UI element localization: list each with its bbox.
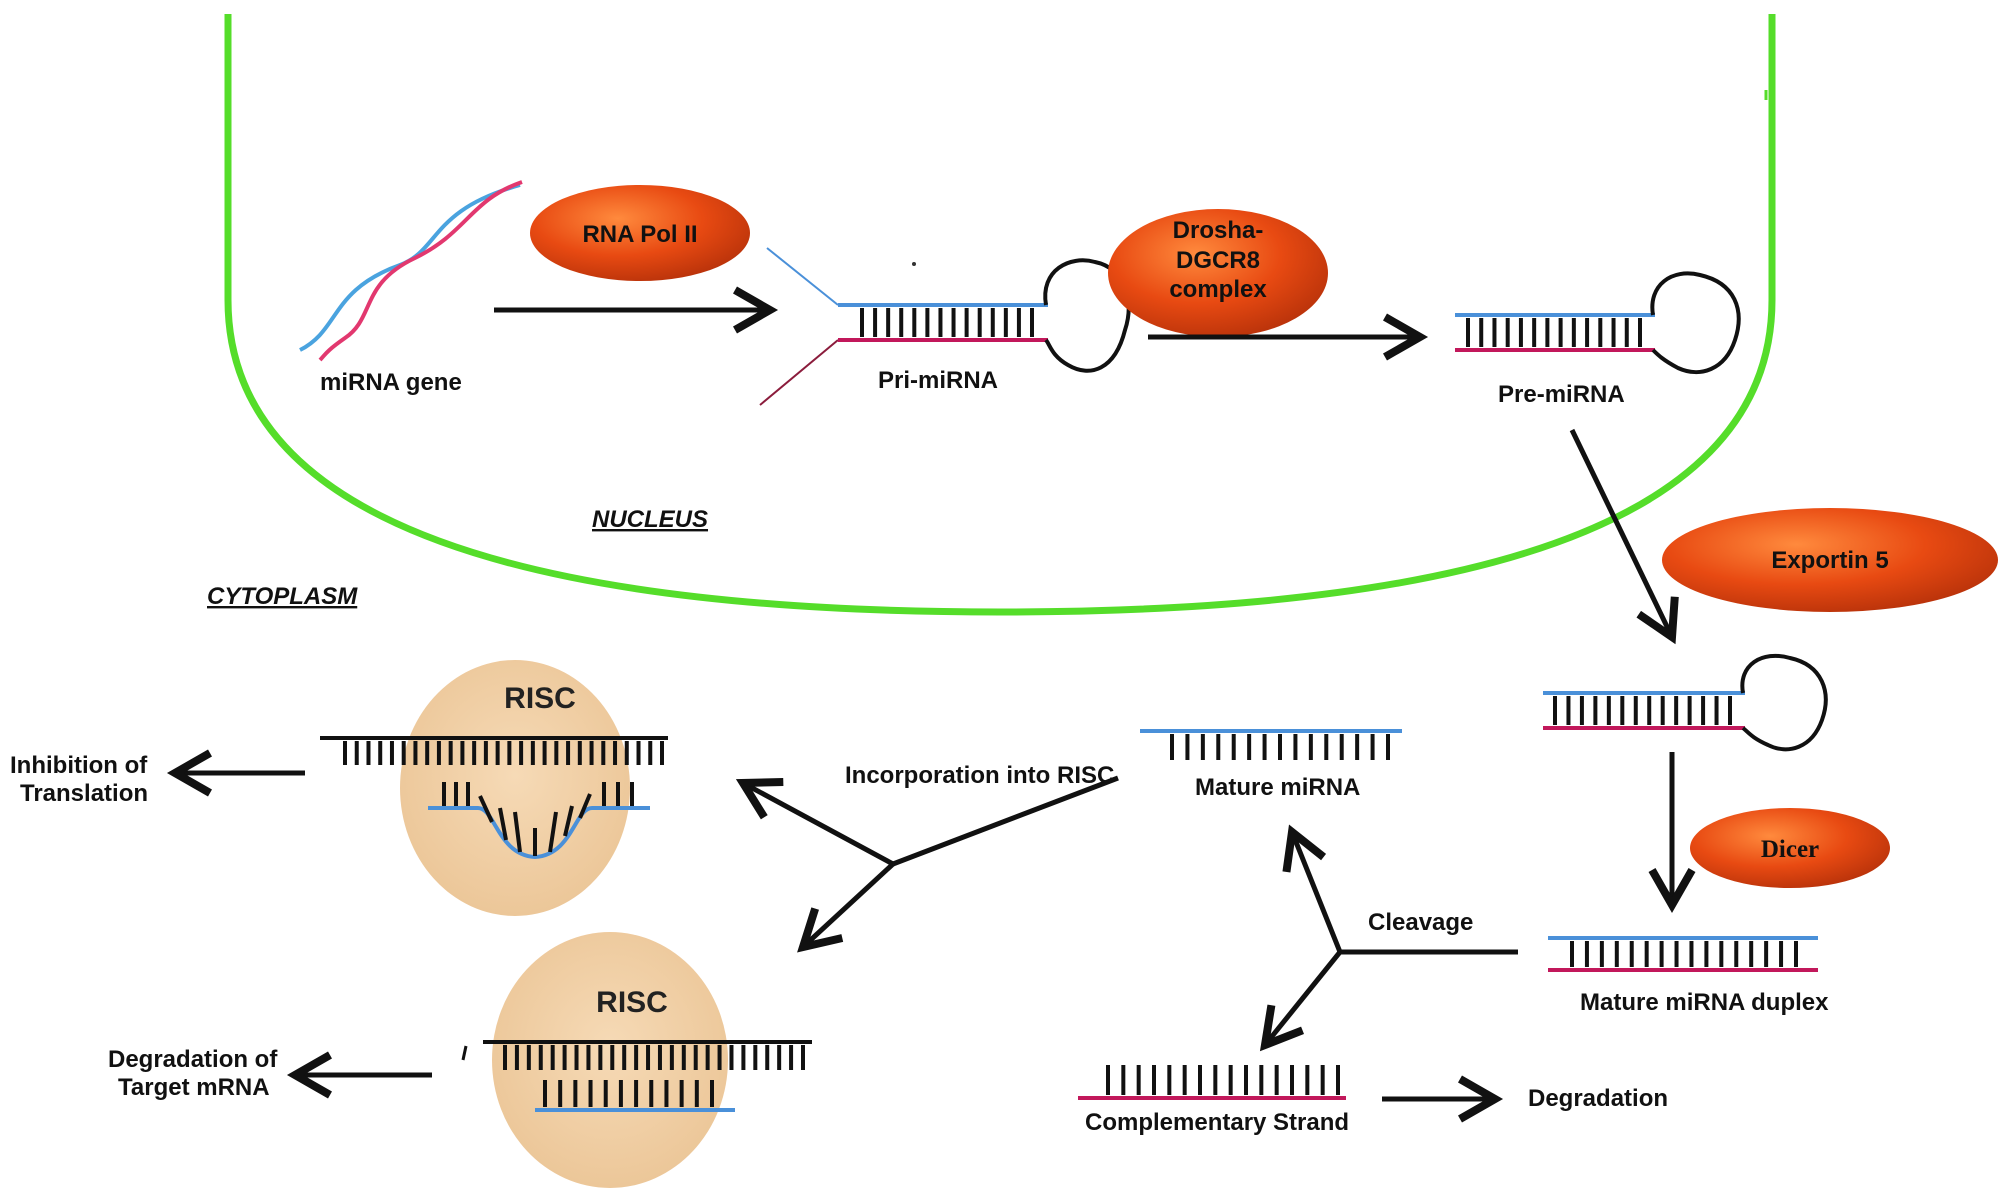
pri-mirna-label: Pri-miRNA bbox=[878, 367, 998, 394]
drosha-dgcr8-enzyme bbox=[1108, 209, 1328, 337]
pre-mirna-hairpin bbox=[1455, 271, 1741, 375]
rna-pol-ii-enzyme bbox=[530, 185, 750, 281]
target-degradation-label-line2: Target mRNA bbox=[118, 1074, 270, 1101]
inhibition-label-line2: Translation bbox=[20, 780, 148, 807]
drosha-label-line3: complex bbox=[1169, 276, 1267, 303]
arrow-to-risc-top bbox=[735, 778, 895, 867]
dicer-label: Dicer bbox=[1761, 836, 1819, 863]
dna-helix-icon bbox=[299, 180, 523, 362]
cleavage-label: Cleavage bbox=[1368, 909, 1473, 936]
cytoplasm-label: CYTOPLASM bbox=[207, 583, 358, 610]
risc-bottom-label: RISC bbox=[596, 986, 668, 1019]
exportin-5-enzyme bbox=[1662, 508, 1998, 612]
mature-mirna-strand bbox=[1140, 729, 1402, 760]
bound-mirna-bottom bbox=[535, 1080, 735, 1112]
mature-duplex-label: Mature miRNA duplex bbox=[1580, 989, 1829, 1016]
pri-mirna-hairpin bbox=[759, 247, 1131, 406]
mature-mirna-duplex bbox=[1548, 936, 1818, 972]
target-mrna-top bbox=[320, 736, 668, 765]
nuclear-membrane bbox=[224, 14, 1776, 616]
nucleus-label: NUCLEUS bbox=[592, 506, 708, 533]
inhibition-label-line1: Inhibition of bbox=[10, 752, 148, 779]
risc-complex-bottom bbox=[492, 932, 728, 1188]
cut-mark bbox=[461, 1045, 468, 1061]
incorporation-label: Incorporation into RISC bbox=[845, 762, 1114, 789]
pre-mirna-label: Pre-miRNA bbox=[1498, 381, 1625, 408]
exportin-5-label: Exportin 5 bbox=[1771, 547, 1888, 574]
risc-top-label: RISC bbox=[504, 682, 576, 715]
target-mrna-bottom bbox=[483, 1040, 812, 1070]
drosha-label-line1: Drosha- bbox=[1173, 217, 1264, 244]
arrow-to-risc-bottom bbox=[797, 862, 895, 953]
mirna-gene-label: miRNA gene bbox=[320, 369, 462, 396]
risc-complex-top bbox=[400, 660, 630, 916]
drosha-label-line2: DGCR8 bbox=[1176, 247, 1260, 274]
complementary-strand bbox=[1078, 1065, 1346, 1100]
cytoplasmic-pre-mirna-hairpin bbox=[1543, 653, 1828, 752]
incorporation-stem bbox=[892, 775, 1119, 867]
degradation-label: Degradation bbox=[1528, 1085, 1668, 1112]
rna-pol-ii-label: RNA Pol II bbox=[582, 221, 697, 248]
arrow-to-complementary bbox=[1259, 950, 1342, 1052]
bound-mirna-bulge bbox=[428, 782, 650, 860]
arrow-nuclear-export bbox=[1569, 428, 1679, 645]
speck bbox=[912, 262, 916, 266]
dicer-enzyme bbox=[1690, 808, 1890, 888]
target-degradation-label-line1: Degradation of bbox=[108, 1046, 278, 1073]
complementary-strand-label: Complementary Strand bbox=[1085, 1109, 1349, 1136]
arrow-to-mature bbox=[1282, 824, 1343, 953]
mature-mirna-label: Mature miRNA bbox=[1195, 774, 1360, 801]
